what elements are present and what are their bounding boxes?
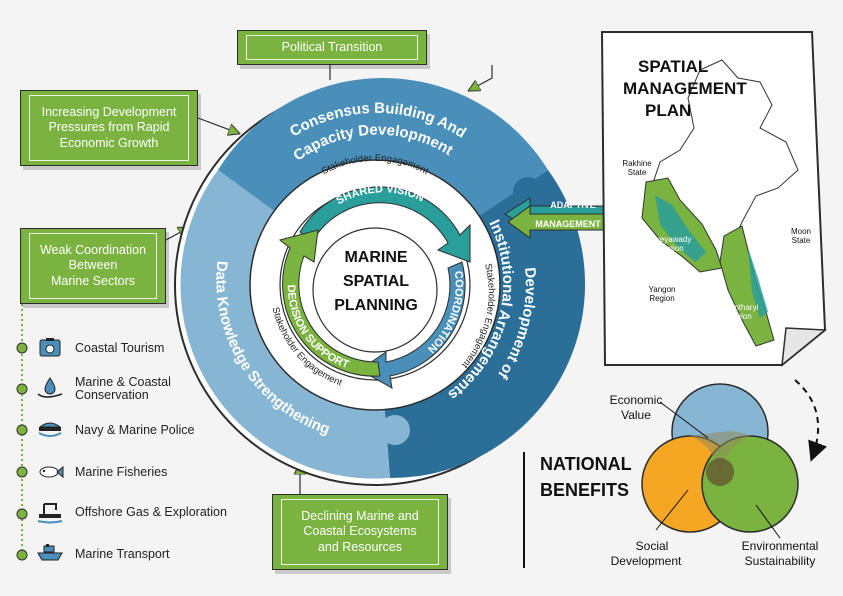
oil-rig-icon: [35, 500, 65, 524]
declining-ecosystems-line: Coastal Ecosystems: [303, 524, 417, 539]
venn-leader: [755, 504, 781, 539]
declining-ecosystems-line: Declining Marine and: [301, 508, 419, 523]
weak-coordination-box: Weak Coordination Between Marine Sectors: [20, 228, 166, 304]
sector-item: Marine & Coastal Conservation: [35, 375, 195, 403]
venn-leader: [659, 401, 709, 439]
venn-center: [706, 458, 734, 486]
center-circle: [312, 227, 438, 353]
puzzle-nub: [222, 194, 254, 226]
declining-ecosystems-box: Declining Marine and Coastal Ecosystems …: [272, 494, 448, 570]
tourism-icon: [35, 336, 65, 360]
map-marine-zone: [748, 248, 768, 318]
sector-dot: [16, 383, 28, 395]
sector-item: Navy & Marine Police: [35, 418, 195, 442]
development-pressure-line: Pressures from Rapid: [48, 120, 170, 135]
page-curl: [781, 327, 827, 367]
sector-item: Marine Fisheries: [35, 460, 167, 484]
sector-dot: [16, 549, 28, 561]
venn-leader: [655, 489, 689, 531]
sector-dot: [16, 466, 28, 478]
weak-coordination-line: Marine Sectors: [50, 273, 136, 288]
sector-label: Marine Transport: [75, 547, 170, 561]
puzzle-nub: [380, 415, 410, 445]
sector-label: Offshore Gas & Exploration: [75, 505, 227, 519]
sector-item: Marine Transport: [35, 542, 169, 566]
sector-item: Offshore Gas & Exploration: [35, 500, 227, 524]
sector-label: Coastal Tourism: [75, 341, 165, 355]
weak-coordination-line: Between: [68, 258, 118, 273]
political-transition-label: Political Transition: [281, 39, 383, 54]
political-arrow: [470, 65, 493, 90]
sector-label: Marine & Coastal Conservation: [75, 375, 171, 403]
sector-label: Marine Fisheries: [75, 465, 168, 479]
ship-icon: [35, 542, 65, 566]
shared-vision-arrow: [299, 186, 471, 263]
sector-label: Navy & Marine Police: [75, 423, 195, 437]
development-pressure-line: Increasing Development: [41, 104, 177, 119]
sector-dots: [16, 342, 28, 561]
planning-cycle: [174, 78, 586, 486]
sector-dot: [16, 342, 28, 354]
spatial-plan-page: [600, 31, 827, 367]
puzzle-nub: [513, 177, 543, 207]
navy-icon: [35, 418, 65, 442]
declining-ecosystems-line: and Resources: [317, 539, 403, 554]
benefits-dashed-arrow: [794, 379, 827, 462]
fish-icon: [35, 460, 65, 484]
map-marine-zone: [655, 195, 706, 262]
development-pressure-line: Economic Growth: [59, 135, 159, 150]
development-arrow: [197, 117, 238, 133]
sector-item: Coastal Tourism: [35, 336, 164, 360]
decision-support-arrow: [278, 229, 381, 377]
development-pressure-box: Increasing Development Pressures from Ra…: [20, 90, 198, 166]
conservation-icon: [35, 377, 65, 401]
sector-dot: [16, 508, 28, 520]
weak-coordination-line: Weak Coordination: [39, 242, 147, 257]
sector-dot: [16, 424, 28, 436]
political-transition-box: Political Transition: [237, 30, 427, 65]
benefits-venn: [641, 383, 799, 539]
